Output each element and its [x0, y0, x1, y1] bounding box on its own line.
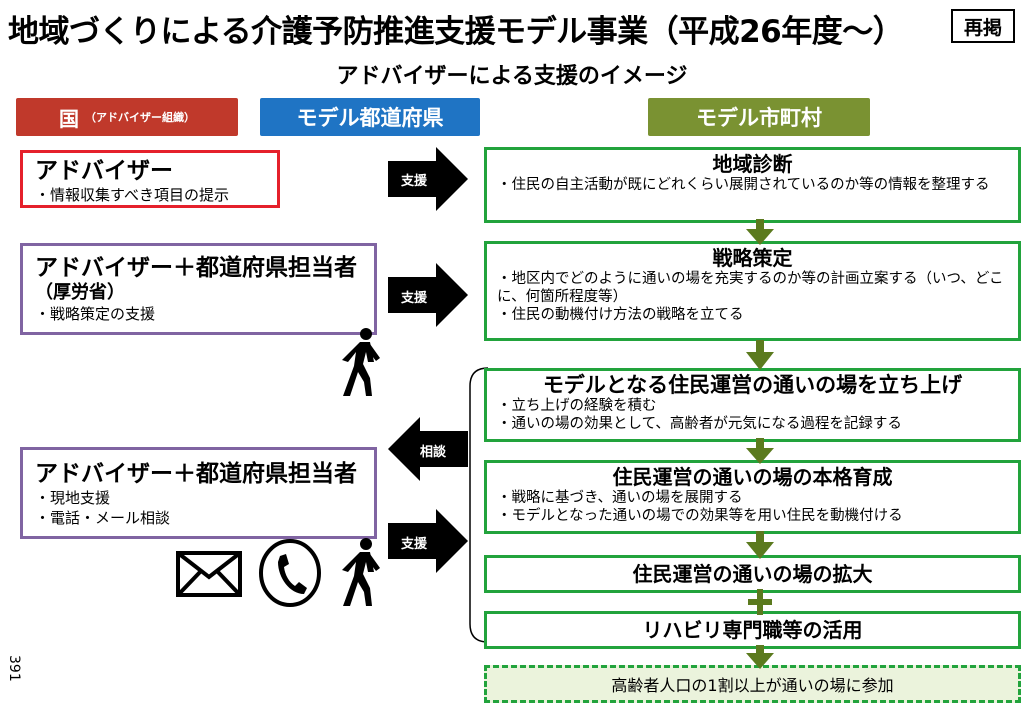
- step-line: ・住民の自主活動が既にどれくらい展開されているのか等の情報を整理する: [497, 177, 990, 193]
- step-heading: 住民運営の通いの場の本格育成: [612, 465, 893, 489]
- walking-person-icon: [342, 328, 380, 396]
- consult-arrow-label: 相談: [420, 445, 447, 460]
- page-number: 391: [6, 655, 22, 682]
- bracket-line: [469, 367, 489, 643]
- category-national-label: 国: [59, 106, 79, 131]
- advisor-prefecture-heading: アドバイザー＋都道府県担当者: [35, 255, 357, 281]
- step-full-development: 住民運営の通いの場の本格育成 ・戦略に基づき、通いの場を展開する ・モデルとなっ…: [484, 460, 1021, 534]
- advisor-prefecture-box-strategy: アドバイザー＋都道府県担当者 （厚労省） ・戦略策定の支援: [20, 243, 377, 335]
- support-arrow-1: [388, 147, 468, 211]
- support-arrow-3: [388, 509, 468, 573]
- step-heading: 地域診断: [712, 152, 793, 176]
- step-line: ・モデルとなった通いの場での効果等を用い住民を動機付ける: [497, 508, 903, 524]
- advisor-prefecture-support-line-1: ・現地支援: [35, 489, 111, 507]
- category-prefecture: モデル都道府県: [260, 98, 480, 136]
- step-expansion: 住民運営の通いの場の拡大: [484, 555, 1021, 593]
- step-heading: 住民運営の通いの場の拡大: [632, 562, 873, 586]
- walking-person-icon-2: [342, 538, 380, 606]
- consult-arrow: [388, 417, 468, 481]
- step-heading: 戦略策定: [712, 246, 793, 270]
- goal-text: 高齢者人口の1割以上が通いの場に参加: [611, 676, 894, 695]
- mail-icon: [176, 551, 242, 597]
- goal-box: 高齢者人口の1割以上が通いの場に参加: [484, 665, 1021, 703]
- advisor-box-heading: アドバイザー: [35, 158, 173, 184]
- advisor-prefecture-box-support: アドバイザー＋都道府県担当者 ・現地支援 ・電話・メール相談: [20, 447, 377, 539]
- advisor-prefecture-subheading: （厚労省）: [35, 282, 125, 303]
- down-arrow-icon: [746, 438, 774, 464]
- support-arrow-2: [388, 263, 468, 327]
- page-title: 地域づくりによる介護予防推進支援モデル事業（平成26年度～）: [8, 14, 904, 50]
- category-national: 国 （アドバイザー組織）: [16, 98, 238, 136]
- down-arrow-icon: [746, 645, 774, 669]
- repost-badge: 再掲: [951, 9, 1015, 43]
- advisor-box-line: ・情報収集すべき項目の提示: [35, 186, 229, 204]
- step-heading: リハビリ専門職等の活用: [642, 618, 863, 642]
- advisor-prefecture-support-line-2: ・電話・メール相談: [35, 509, 171, 527]
- advisor-box: アドバイザー ・情報収集すべき項目の提示: [20, 150, 280, 208]
- step-line: ・住民の動機付け方法の戦略を立てる: [497, 307, 744, 323]
- category-national-note: （アドバイザー組織）: [85, 111, 195, 124]
- down-arrow-icon: [746, 531, 774, 559]
- down-arrow-icon: [746, 219, 774, 245]
- support-arrow-3-label: 支援: [401, 537, 428, 552]
- page-subtitle: アドバイザーによる支援のイメージ: [336, 64, 688, 89]
- down-arrow-icon: [746, 340, 774, 370]
- step-strategy: 戦略策定 ・地区内でどのように通いの場を充実するのか等の計画立案する（いつ、どこ…: [484, 241, 1021, 341]
- step-line: ・戦略に基づき、通いの場を展開する: [497, 490, 743, 506]
- support-arrow-1-label: 支援: [401, 174, 428, 189]
- support-arrow-2-label: 支援: [401, 291, 428, 306]
- step-line: ・立ち上げの経験を積む: [497, 398, 657, 414]
- advisor-prefecture-support-heading: アドバイザー＋都道府県担当者: [35, 461, 357, 487]
- step-heading: モデルとなる住民運営の通いの場を立ち上げ: [542, 373, 963, 397]
- step-regional-diagnosis: 地域診断 ・住民の自主活動が既にどれくらい展開されているのか等の情報を整理する: [484, 147, 1021, 223]
- plus-icon: [748, 589, 772, 615]
- step-line: ・地区内でどのように通いの場を充実するのか等の計画立案する（いつ、どこに、何箇所…: [497, 271, 1004, 305]
- advisor-prefecture-line: ・戦略策定の支援: [35, 305, 156, 323]
- step-model-launch: モデルとなる住民運営の通いの場を立ち上げ ・立ち上げの経験を積む ・通いの場の効…: [484, 368, 1021, 442]
- step-rehab-utilization: リハビリ専門職等の活用: [484, 611, 1021, 649]
- category-municipality: モデル市町村: [648, 98, 870, 136]
- phone-icon: [259, 539, 321, 607]
- step-line: ・通いの場の効果として、高齢者が元気になる過程を記録する: [497, 416, 902, 432]
